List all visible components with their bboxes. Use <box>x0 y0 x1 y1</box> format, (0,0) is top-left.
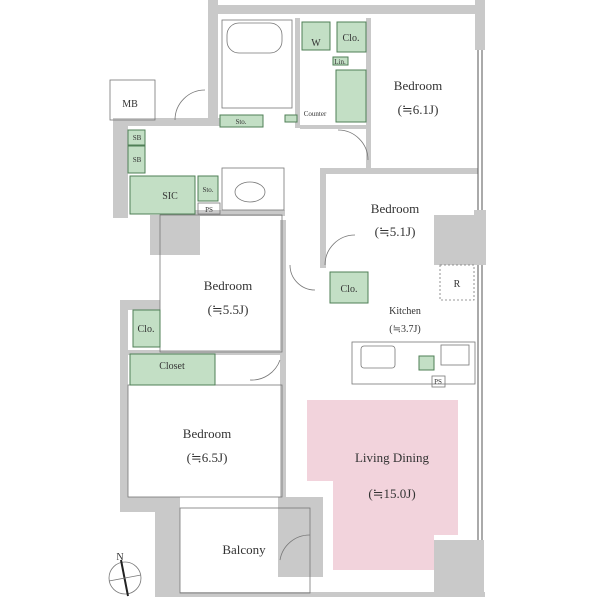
living-size: (≒15.0J) <box>368 486 415 501</box>
pipe-space-1 <box>197 202 221 215</box>
sic-label: SIC <box>162 191 178 202</box>
storage-small-label: Sto. <box>202 186 213 194</box>
refrigerator-label: R <box>454 279 461 290</box>
linen-storage <box>332 56 349 66</box>
pipe-space-2 <box>431 375 446 388</box>
living-dining-area <box>307 400 458 570</box>
walk-closet-label: Closet <box>159 361 185 372</box>
linen-label: Lin. <box>334 58 346 66</box>
walls <box>113 0 486 597</box>
closet-left <box>132 309 161 348</box>
closet-mid <box>329 271 369 304</box>
storage-top-label: Sto. <box>235 118 246 126</box>
bedroom-e-size: (≒5.1J) <box>375 224 416 239</box>
room-outlines <box>109 19 483 594</box>
bedroom-w-name: Bedroom <box>204 278 252 293</box>
pipe-space-2-label: PS <box>434 378 442 386</box>
living-name: Living Dining <box>355 450 430 465</box>
bedroom-w-size: (≒5.5J) <box>208 302 249 317</box>
walk-closet <box>129 353 216 386</box>
compass-icon: N <box>108 552 142 597</box>
storage-top <box>219 114 264 128</box>
counter-label: Counter <box>304 110 327 118</box>
bedroom-ne-name: Bedroom <box>394 78 442 93</box>
washer-label: W <box>311 38 321 49</box>
pipe-space-1-label: PS <box>205 206 213 214</box>
counter <box>284 114 298 123</box>
closet-top <box>336 21 367 53</box>
bedroom-sw-name: Bedroom <box>183 426 231 441</box>
bedroom-ne-size: (≒6.1J) <box>398 102 439 117</box>
closet-left-label: Clo. <box>138 324 155 335</box>
bedroom-e-name: Bedroom <box>371 201 419 216</box>
kitchen-size: (≒3.7J) <box>389 324 420 335</box>
kitchen-storage <box>418 355 435 371</box>
shoe-box-2 <box>127 145 146 174</box>
bedroom-sw-size: (≒6.5J) <box>187 450 228 465</box>
kitchen-name: Kitchen <box>389 306 421 317</box>
shoe-box-1-label: SB <box>133 134 142 142</box>
shoe-box-1 <box>127 129 146 146</box>
meter-box-label: MB <box>122 99 138 110</box>
closet-mid-label: Clo. <box>341 284 358 295</box>
shoe-box-2-label: SB <box>133 156 142 164</box>
storage-small <box>197 175 219 202</box>
vanity <box>335 69 367 123</box>
washer-space <box>301 21 331 51</box>
compass-north-label: N <box>116 552 123 563</box>
closet-top-label: Clo. <box>343 33 360 44</box>
sic-closet <box>129 175 196 215</box>
balcony-name: Balcony <box>222 542 266 557</box>
